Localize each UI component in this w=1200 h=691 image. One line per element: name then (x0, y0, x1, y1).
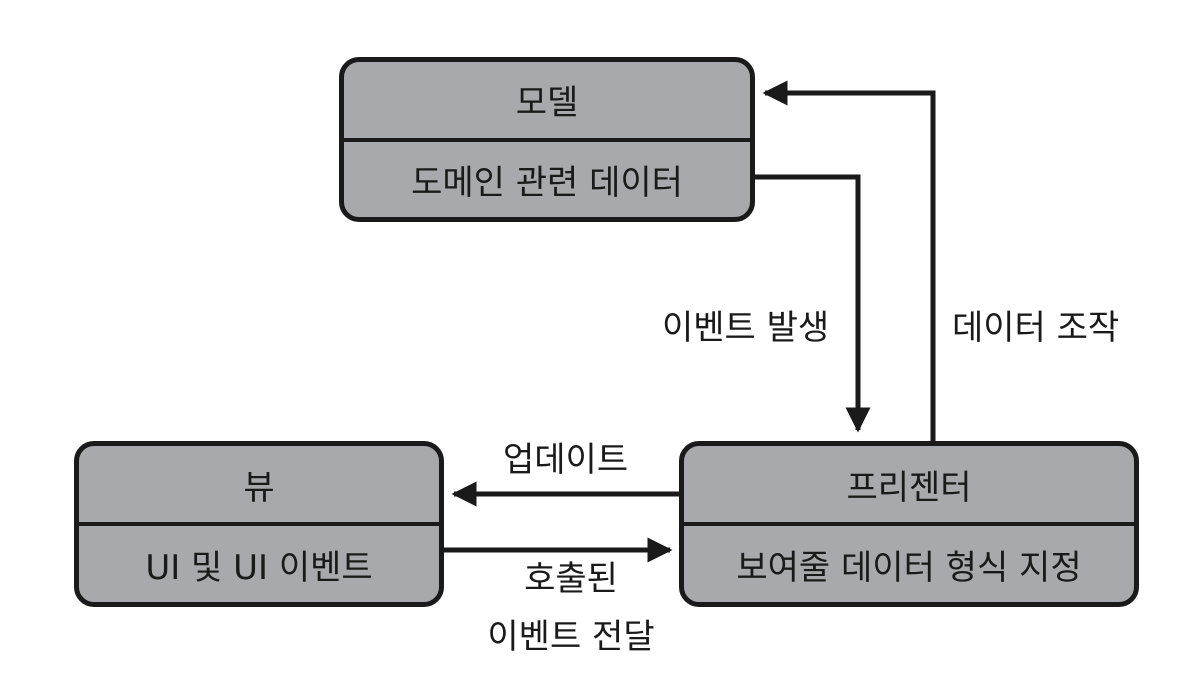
arrow-model-to-presenter (755, 174, 871, 433)
model-description: 도메인 관련 데이터 (411, 162, 683, 203)
presenter-title: 프리젠터 (684, 446, 1134, 526)
data-manipulation-label: 데이터 조작 (952, 308, 1120, 348)
presenter-box: 프리젠터 보여줄 데이터 형식 지정 (679, 441, 1139, 607)
arrow-presenter-to-model (762, 80, 936, 441)
view-box: 뷰 UI 및 UI 이벤트 (74, 441, 444, 607)
view-description: UI 및 UI 이벤트 (145, 547, 373, 588)
model-title: 모델 (344, 62, 750, 142)
event-forward-line-2: 이벤트 전달 (487, 617, 655, 657)
model-box: 모델 도메인 관련 데이터 (339, 57, 755, 222)
event-forward-line-1: 호출된 (524, 559, 618, 599)
presenter-description: 보여줄 데이터 형식 지정 (736, 547, 1082, 588)
update-label: 업데이트 (503, 440, 629, 480)
view-title: 뷰 (79, 446, 439, 526)
event-occurred-label: 이벤트 발생 (662, 308, 830, 348)
event-forward-label: 호출된 이벤트 전달 (456, 550, 686, 666)
